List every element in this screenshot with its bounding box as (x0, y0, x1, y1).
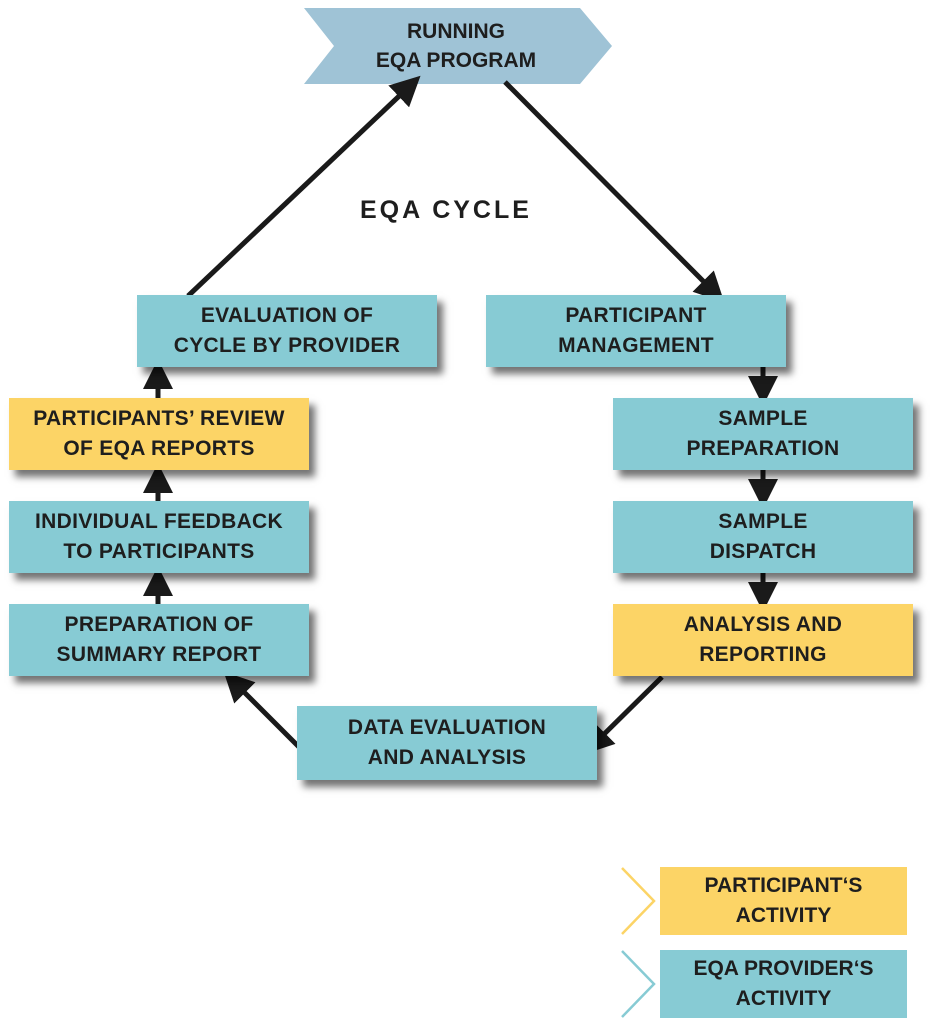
step-evaluation-of-cycle: EVALUATION OF CYCLE BY PROVIDER (137, 295, 437, 367)
step-sample-preparation: SAMPLE PREPARATION (613, 398, 913, 470)
legend-label-line1: EQA PROVIDER‘S (693, 957, 874, 980)
step-summary-report: PREPARATION OF SUMMARY REPORT (9, 604, 309, 676)
legend-label-line2: ACTIVITY (735, 987, 832, 1010)
step-individual-feedback: INDIVIDUAL FEEDBACK TO PARTICIPANTS (9, 501, 309, 573)
step-label-line1: PARTICIPANT (565, 304, 707, 327)
step-label-line2: REPORTING (699, 643, 827, 666)
step-label-line2: CYCLE BY PROVIDER (173, 334, 401, 357)
arrow-analysis-to-data-evaluation (583, 675, 664, 755)
step-label-line2: DISPATCH (709, 540, 817, 563)
step-label-line1: SAMPLE (718, 510, 808, 533)
step-label-line2: AND ANALYSIS (367, 746, 527, 769)
step-label-line1: INDIVIDUAL FEEDBACK (35, 510, 283, 533)
step-sample-dispatch: SAMPLE DISPATCH (613, 501, 913, 573)
legend-provider-chevron (621, 950, 656, 1018)
step-label-line1: ANALYSIS AND (683, 613, 843, 636)
diagram-title: EQA CYCLE (360, 196, 532, 224)
step-label-line1: SAMPLE (718, 407, 808, 430)
step-analysis-and-reporting: ANALYSIS AND REPORTING (613, 604, 913, 676)
step-label-line2: TO PARTICIPANTS (63, 540, 255, 563)
legend-label-line1: PARTICIPANT‘S (704, 874, 863, 897)
legend-label-line2: ACTIVITY (735, 904, 832, 927)
step-label-line2: OF EQA REPORTS (63, 437, 255, 460)
step-label-line1: DATA EVALUATION (347, 716, 547, 739)
arrow-start-to-participant-management (503, 80, 725, 303)
step-label-line1: PREPARATION OF (64, 613, 254, 636)
start-running-eqa-program: RUNNING EQA PROGRAM (300, 8, 612, 84)
step-data-evaluation: DATA EVALUATION AND ANALYSIS (297, 706, 597, 780)
start-line1: RUNNING (407, 20, 505, 43)
legend-participant-activity: PARTICIPANT‘S ACTIVITY (660, 867, 907, 935)
step-label-line1: EVALUATION OF (200, 304, 374, 327)
legend-participant-chevron (621, 867, 656, 935)
step-label-line1: PARTICIPANTS’ REVIEW (33, 407, 285, 430)
arrow-evaluation-cycle-to-start (186, 75, 421, 298)
start-banner-shape (304, 8, 612, 84)
start-line2: EQA PROGRAM (375, 49, 537, 72)
step-label-line2: PREPARATION (686, 437, 840, 460)
step-label-line2: SUMMARY REPORT (56, 643, 262, 666)
legend-provider-activity: EQA PROVIDER‘S ACTIVITY (660, 950, 907, 1018)
step-label-line2: MANAGEMENT (558, 334, 714, 357)
step-participant-management: PARTICIPANT MANAGEMENT (486, 295, 786, 367)
step-participants-review: PARTICIPANTS’ REVIEW OF EQA REPORTS (9, 398, 309, 470)
arrow-data-evaluation-to-summary-report (223, 671, 302, 750)
